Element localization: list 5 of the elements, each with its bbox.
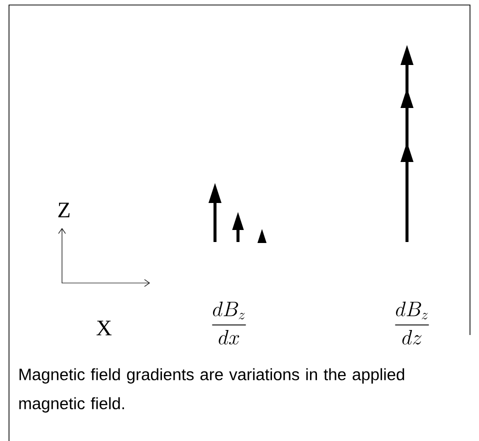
- gradient-formula: $\frac{dB_z}{dx}$: [212, 302, 246, 345]
- gradient-formula: $\frac{dB_z}{dz}$: [395, 302, 429, 345]
- caption-text: Magnetic field gradients are variations in the applied magnetic field.: [19, 368, 404, 413]
- axis-label: X: [96, 320, 112, 336]
- axis-label: Z: [58, 202, 70, 218]
